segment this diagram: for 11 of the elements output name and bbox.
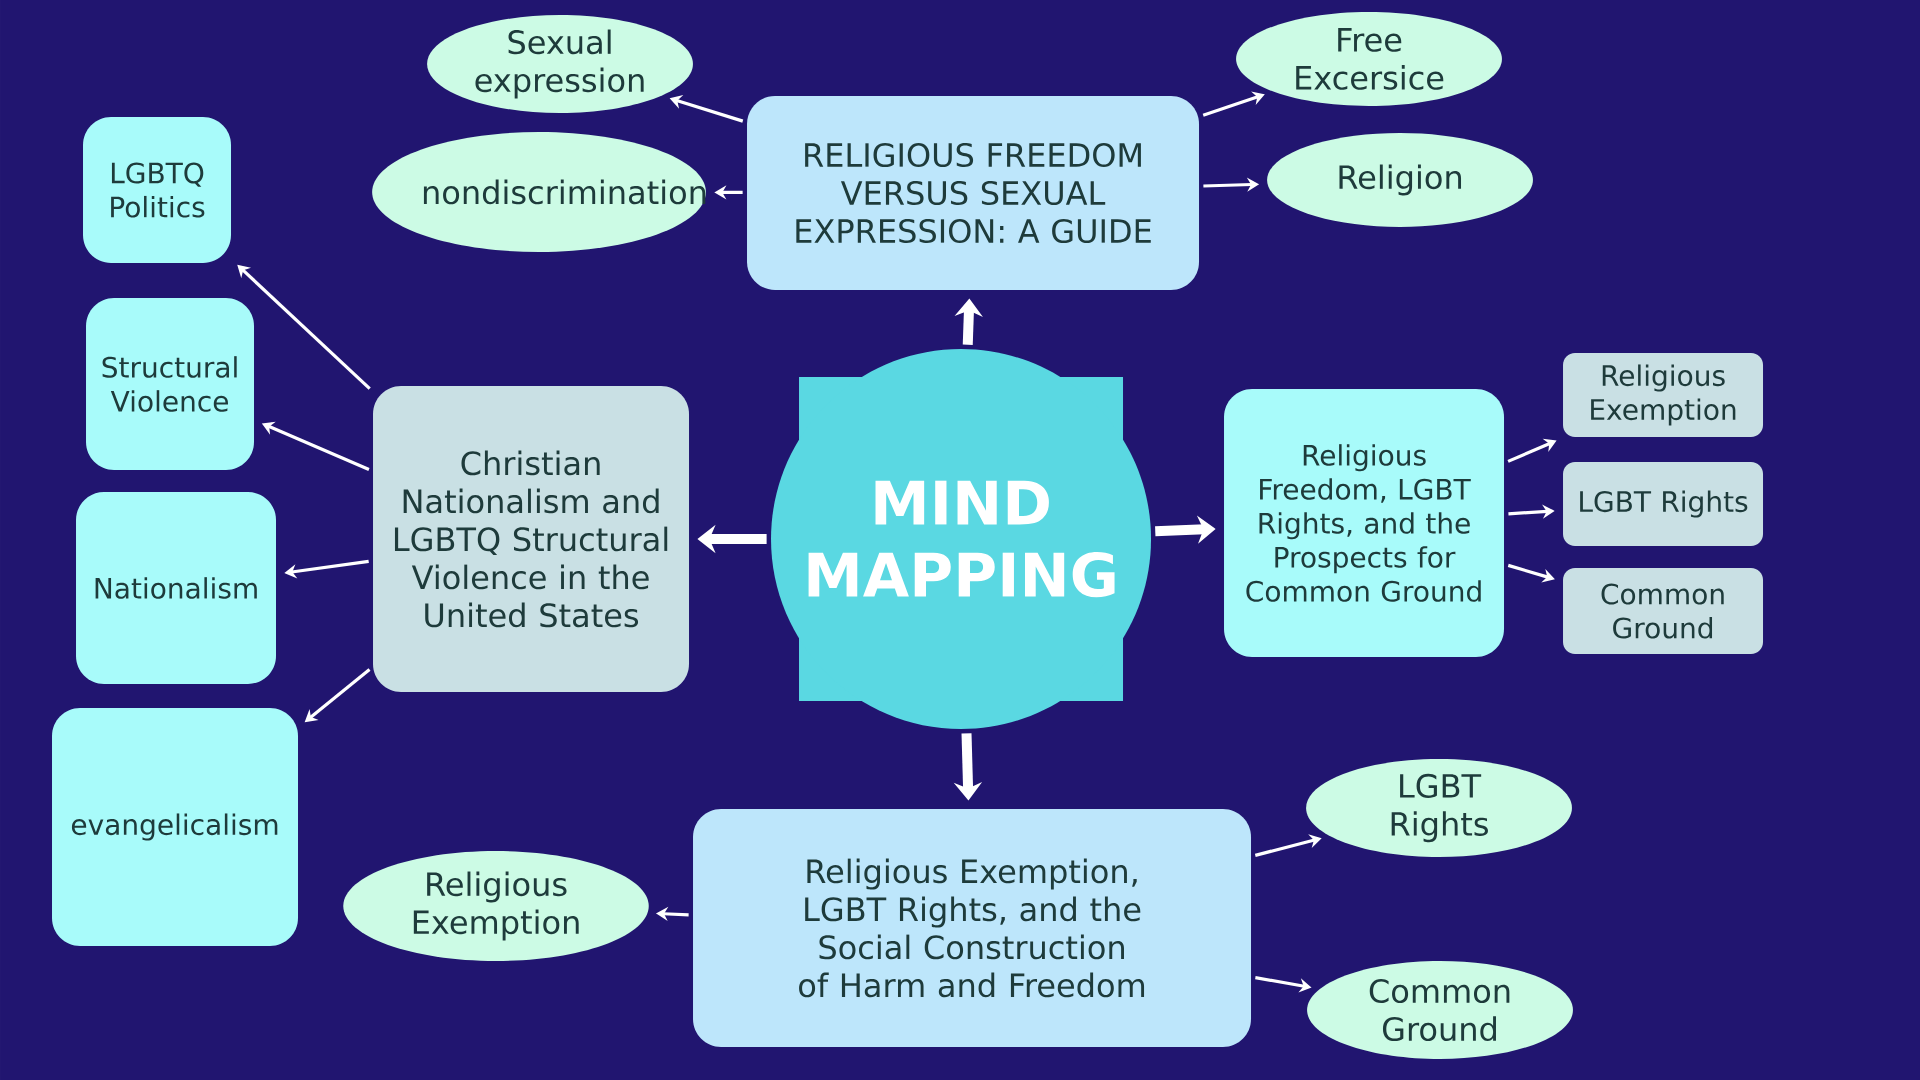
- subtopic-box: Religious Exemption: [1563, 353, 1763, 437]
- subtopic-box: Nationalism: [76, 492, 276, 684]
- subtopic-box: Religious Freedom, LGBT Rights, and the Prospects for Common Ground: [1224, 389, 1504, 657]
- topic-box: Christian Nationalism and LGBTQ Structural Violence in the United States: [373, 386, 689, 692]
- subtopic-box: Structural Violence: [86, 298, 254, 470]
- subtopic-box: LGBTQ Politics: [83, 117, 231, 263]
- topic-box: RELIGIOUS FREEDOM VERSUS SEXUAL EXPRESSION: A GUIDE: [747, 96, 1199, 290]
- subtopic-box: Common Ground: [1563, 568, 1763, 654]
- subtopic-box: evangelicalism: [52, 708, 298, 946]
- subtopic-box: LGBT Rights: [1563, 462, 1763, 546]
- topic-box: Religious Exemption, LGBT Rights, and the Social Construction of Harm and Freedom: [693, 809, 1251, 1047]
